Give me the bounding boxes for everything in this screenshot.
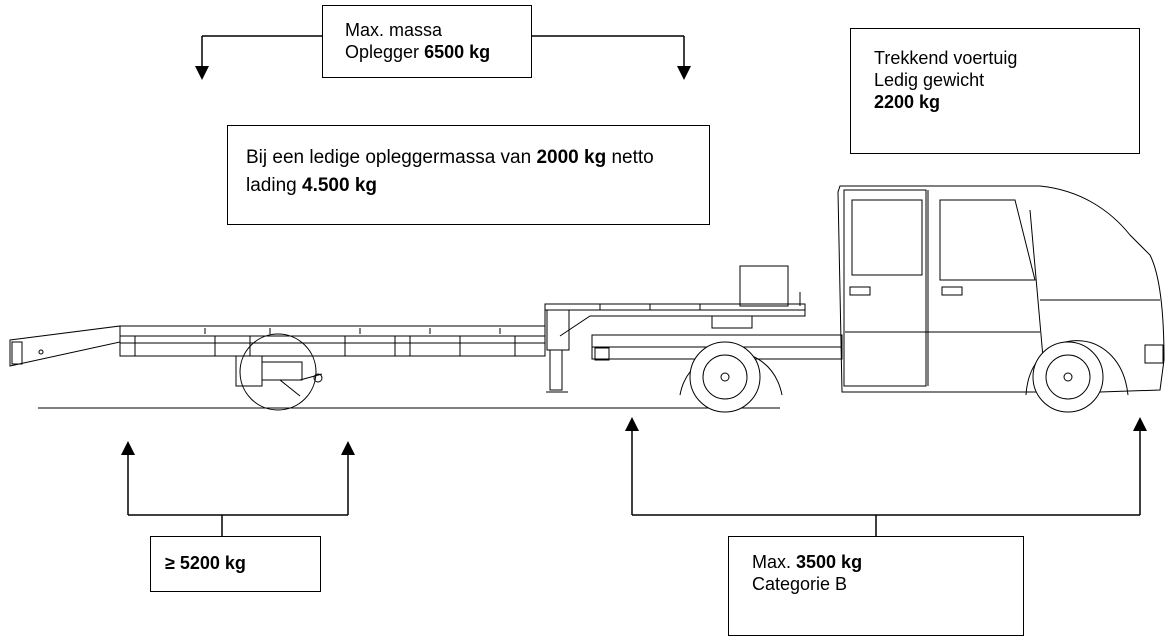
down-arrow-left	[195, 66, 209, 80]
max-mass-line1: Max. 3500 kg	[752, 552, 863, 572]
vehicle-line1: Trekkend voertuig	[874, 48, 1018, 68]
max-mass-line2: Categorie B	[752, 574, 848, 594]
vehicle-max-mass-bracket	[631, 428, 1141, 536]
trailer-max-mass-bracket	[201, 35, 685, 68]
vehicle-line3: 2200 kg	[874, 92, 941, 112]
towing-vehicle-weight-box: Trekkend voertuig Ledig gewicht 2200 kg	[850, 28, 1140, 154]
up-arrow-left-1	[121, 441, 135, 455]
vehicle-line2: Ledig gewicht	[874, 70, 985, 90]
trailer-max-mass-line2: Oplegger 6500 kg	[345, 42, 491, 62]
trailer-max-mass-line1: Max. massa	[345, 20, 443, 40]
vehicle-max-mass-box: Max. 3500 kg Categorie B	[728, 536, 1024, 636]
axle-load-box: ≥ 5200 kg	[150, 536, 321, 592]
trailer-max-mass-box: Max. massa Oplegger 6500 kg	[322, 5, 532, 78]
towing-vehicle-drawing	[591, 185, 1165, 396]
down-arrow-right	[677, 66, 691, 80]
truck-rear-wheel	[689, 341, 761, 413]
trailer-axle-load-bracket	[127, 452, 349, 536]
axle-load-value: ≥ 5200 kg	[165, 553, 246, 573]
up-arrow-right-1	[625, 417, 639, 431]
net-load-box: Bij een ledige opleggermassa van 2000 kg…	[227, 125, 710, 225]
up-arrow-left-2	[341, 441, 355, 455]
car-trailer-drawing	[9, 265, 806, 411]
truck-front-wheel	[1032, 341, 1104, 413]
up-arrow-right-2	[1133, 417, 1147, 431]
